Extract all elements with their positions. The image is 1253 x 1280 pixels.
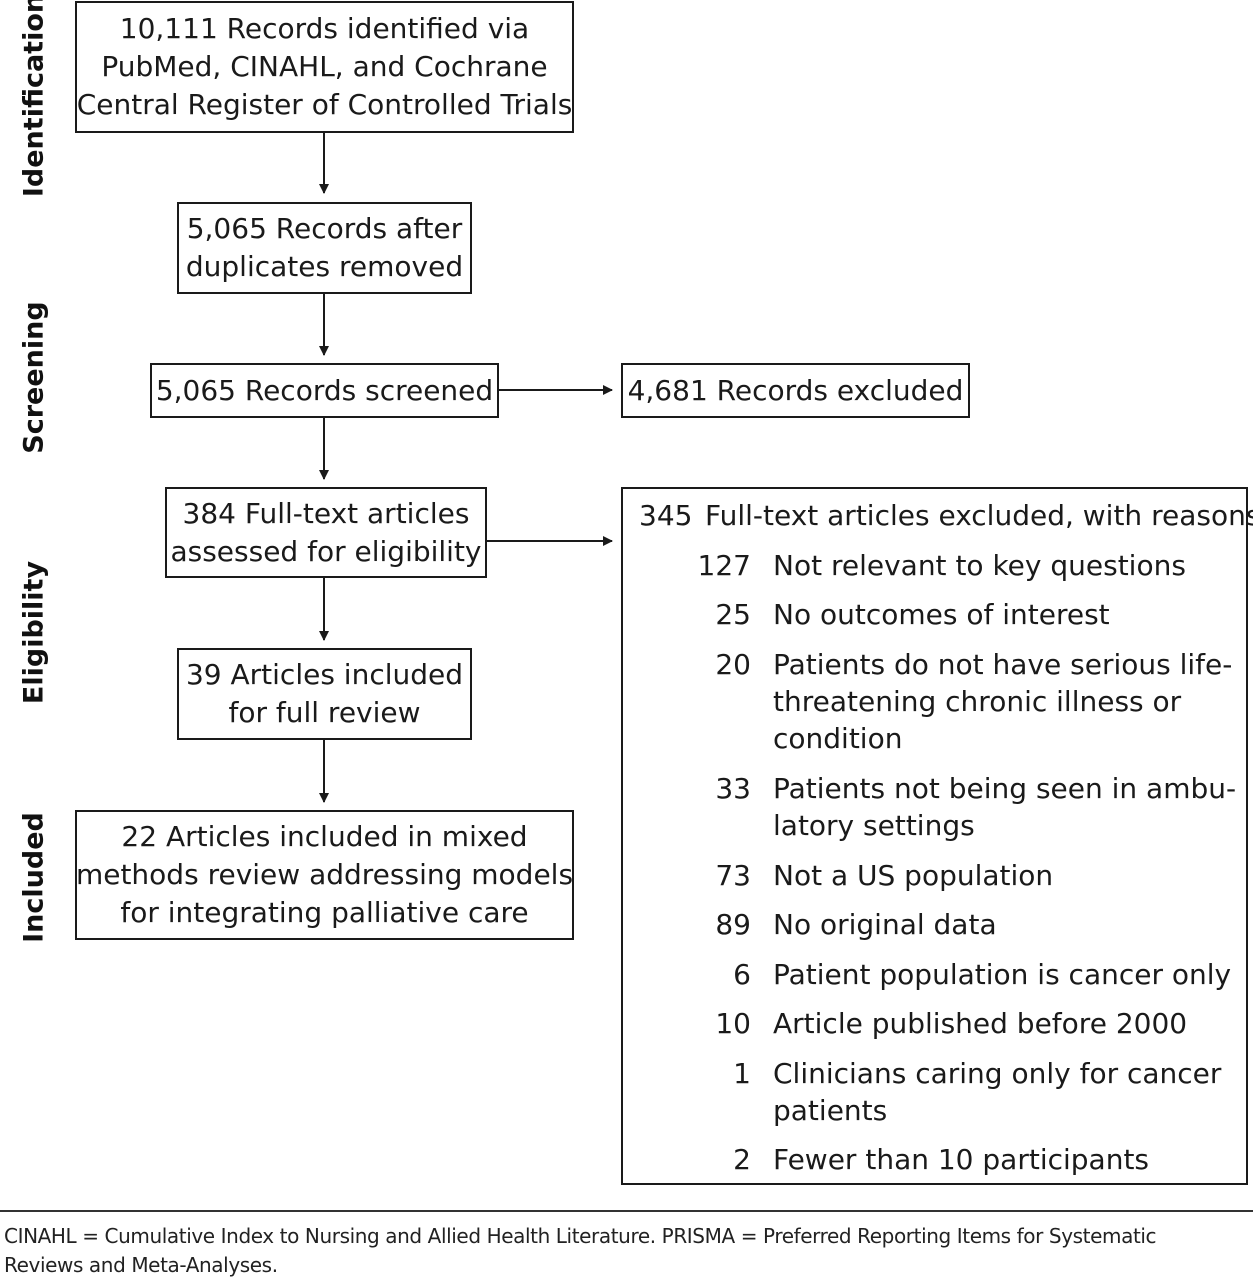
reason-text: Patients do not have serious life- <box>773 648 1233 681</box>
reason-text: condition <box>773 722 903 755</box>
reason-text: No original data <box>773 908 997 941</box>
reason-text: patients <box>773 1094 888 1127</box>
box-line: methods review addressing models <box>75 858 574 891</box>
box-full-review: 39 Articles included for full review <box>177 648 472 740</box>
footnote: CINAHL = Cumulative Index to Nursing and… <box>4 1222 1244 1280</box>
reason-count: 127 <box>697 549 751 582</box>
box-line: for full review <box>228 696 421 729</box>
reason-count: 10 <box>715 1007 751 1040</box>
exclusions-header-text: Full-text articles excluded, with reason… <box>705 499 1253 532</box>
reason-text: threatening chronic illness or <box>773 685 1182 718</box>
box-line: 4,681 Records excluded <box>627 373 964 407</box>
reason-text: latory settings <box>773 809 975 842</box>
reason-text: Not relevant to key questions <box>773 549 1186 582</box>
box-fulltext-exclusions: 345 Full-text articles excluded, with re… <box>621 487 1253 1185</box>
box-line: 384 Full-text articles <box>182 496 470 530</box>
reason-text: Clinicians caring only for cancer <box>773 1057 1222 1090</box>
box-line: PubMed, CINAHL, and Cochrane <box>101 50 548 83</box>
reason-count: 20 <box>715 648 751 681</box>
box-records-identified: 10,111 Records identified via PubMed, CI… <box>75 1 574 133</box>
box-line: assessed for eligibility <box>170 534 482 568</box>
box-line: duplicates removed <box>185 250 464 283</box>
reason-count: 89 <box>715 908 751 941</box>
box-line: 22 Articles included in mixed <box>121 820 528 853</box>
reason-count: 73 <box>715 859 751 892</box>
reason-text: Not a US population <box>773 859 1054 892</box>
reason-count: 6 <box>733 958 751 991</box>
reason-text: No outcomes of interest <box>773 598 1110 631</box>
footnote-line: CINAHL = Cumulative Index to Nursing and… <box>4 1224 1157 1248</box>
reason-text: Fewer than 10 participants <box>773 1143 1150 1176</box>
reason-count: 2 <box>733 1143 751 1176</box>
exclusions-count: 345 <box>639 499 693 532</box>
box-records-after-duplicates: 5,065 Records after duplicates removed <box>177 202 472 294</box>
box-line: 39 Articles included <box>185 658 464 691</box>
reason-text: Patient population is cancer only <box>773 958 1232 991</box>
box-final-included: 22 Articles included in mixed methods re… <box>75 810 574 940</box>
reason-count: 25 <box>715 598 751 631</box>
box-line: 5,065 Records screened <box>155 373 494 407</box>
box-line: 10,111 Records identified via <box>119 12 530 45</box>
box-fulltext-assessed: 384 Full-text articles assessed for elig… <box>165 487 487 578</box>
box-line: Central Register of Controlled Trials <box>76 88 573 121</box>
box-records-excluded: 4,681 Records excluded <box>621 363 970 418</box>
footnote-divider <box>0 1210 1253 1212</box>
footnote-line: Reviews and Meta-Analyses. <box>4 1253 278 1277</box>
reason-count: 33 <box>715 772 751 805</box>
reason-text: Patients not being seen in ambu- <box>773 772 1237 805</box>
reason-text: Article published before 2000 <box>773 1007 1188 1040</box>
box-line: for integrating palliative care <box>120 896 529 929</box>
box-records-screened: 5,065 Records screened <box>150 363 499 418</box>
reason-count: 1 <box>733 1057 751 1090</box>
box-line: 5,065 Records after <box>186 212 463 245</box>
